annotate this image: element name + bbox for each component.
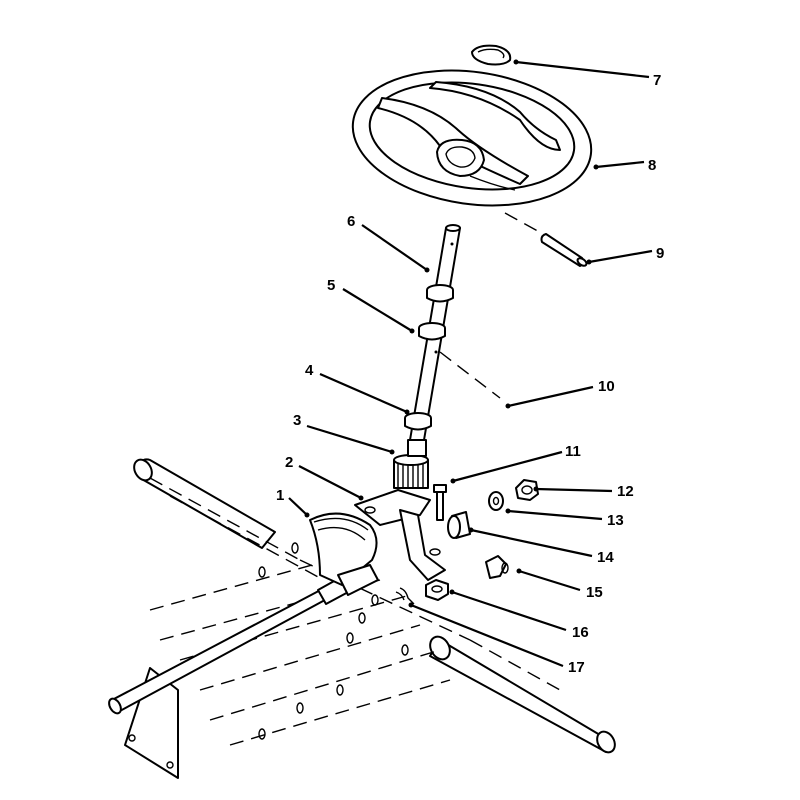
callout-9: 9 (656, 245, 664, 262)
leader-lines (288, 60, 653, 668)
callout-11: 11 (565, 443, 581, 460)
callout-10: 10 (598, 378, 615, 395)
callout-8: 8 (648, 157, 656, 174)
callout-5: 5 (327, 277, 335, 294)
callout-7: 7 (653, 72, 661, 89)
pinion-gear (393, 454, 429, 489)
callout-16: 16 (572, 624, 589, 641)
leader-dots (304, 59, 599, 608)
spacer (447, 511, 471, 539)
callout-12: 12 (617, 483, 634, 500)
callout-15: 15 (586, 584, 603, 601)
nut-12 (515, 479, 539, 501)
sector-gear (309, 512, 379, 596)
callout-17: 17 (568, 659, 585, 676)
wheel-cap (471, 44, 512, 66)
roll-pin (504, 212, 588, 267)
washer (488, 491, 504, 511)
callout-6: 6 (347, 213, 355, 230)
front-axle-frame (108, 458, 616, 779)
grease-fitting (485, 555, 509, 579)
callout-1: 1 (276, 487, 284, 504)
hex-nut-16 (425, 579, 449, 601)
hidden-line-10 (439, 351, 501, 399)
callout-4: 4 (305, 362, 314, 379)
steering-wheel (351, 69, 593, 207)
bolt (433, 484, 447, 521)
callout-labels: 1 2 3 4 5 6 7 8 9 10 11 12 13 14 15 16 1… (276, 72, 664, 676)
cotter-pin (395, 587, 415, 605)
callout-2: 2 (285, 454, 293, 471)
callout-14: 14 (597, 549, 614, 566)
steering-bracket (354, 489, 446, 581)
callout-13: 13 (607, 512, 624, 529)
steering-shaft (404, 224, 461, 457)
callout-3: 3 (293, 412, 301, 429)
